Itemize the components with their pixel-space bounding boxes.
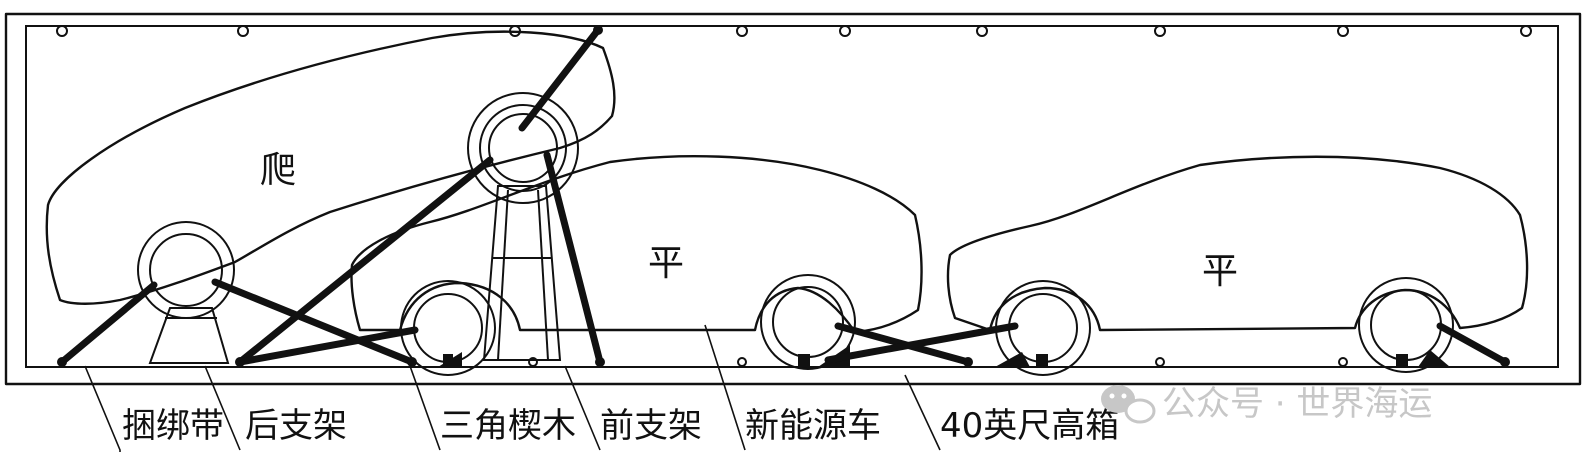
chock-2 <box>798 354 810 367</box>
flat-car-2-mark: 平 <box>1202 251 1238 292</box>
wedge-3 <box>995 352 1030 367</box>
label-wedge: 三角楔木 <box>440 406 576 446</box>
label-container: 40英尺高箱 <box>940 406 1119 446</box>
front-stand <box>482 185 562 361</box>
watermark-text: 公众号 · 世界海运 <box>1162 384 1432 424</box>
car-flat-2: 平 <box>946 155 1529 376</box>
chock-1 <box>443 354 453 367</box>
label-front-stand: 前支架 <box>600 406 702 446</box>
lashing-ring-row-bottom <box>528 357 1348 367</box>
chock-4 <box>1396 354 1408 367</box>
wedge-4 <box>1418 350 1450 367</box>
chock-3 <box>1036 354 1048 367</box>
label-nev: 新能源车 <box>745 406 881 446</box>
leader-lines <box>84 324 941 452</box>
wechat-icon <box>1101 385 1156 424</box>
lashing-straps <box>57 25 1510 367</box>
label-strap: 捆绑带 <box>122 406 224 446</box>
label-rear-stand: 后支架 <box>245 406 347 446</box>
car-flat-1: 平 <box>350 154 923 376</box>
callout-labels: 捆绑带 后支架 三角楔木 前支架 新能源车 40英尺高箱 <box>122 406 1119 446</box>
watermark: 公众号 · 世界海运 <box>1101 384 1432 424</box>
lashing-ring-row-top <box>56 25 1532 37</box>
car-raised: 爬 <box>45 30 616 319</box>
rear-stand <box>148 307 230 364</box>
flat-car-1-mark: 平 <box>648 243 684 284</box>
raised-car-mark: 爬 <box>260 150 296 191</box>
